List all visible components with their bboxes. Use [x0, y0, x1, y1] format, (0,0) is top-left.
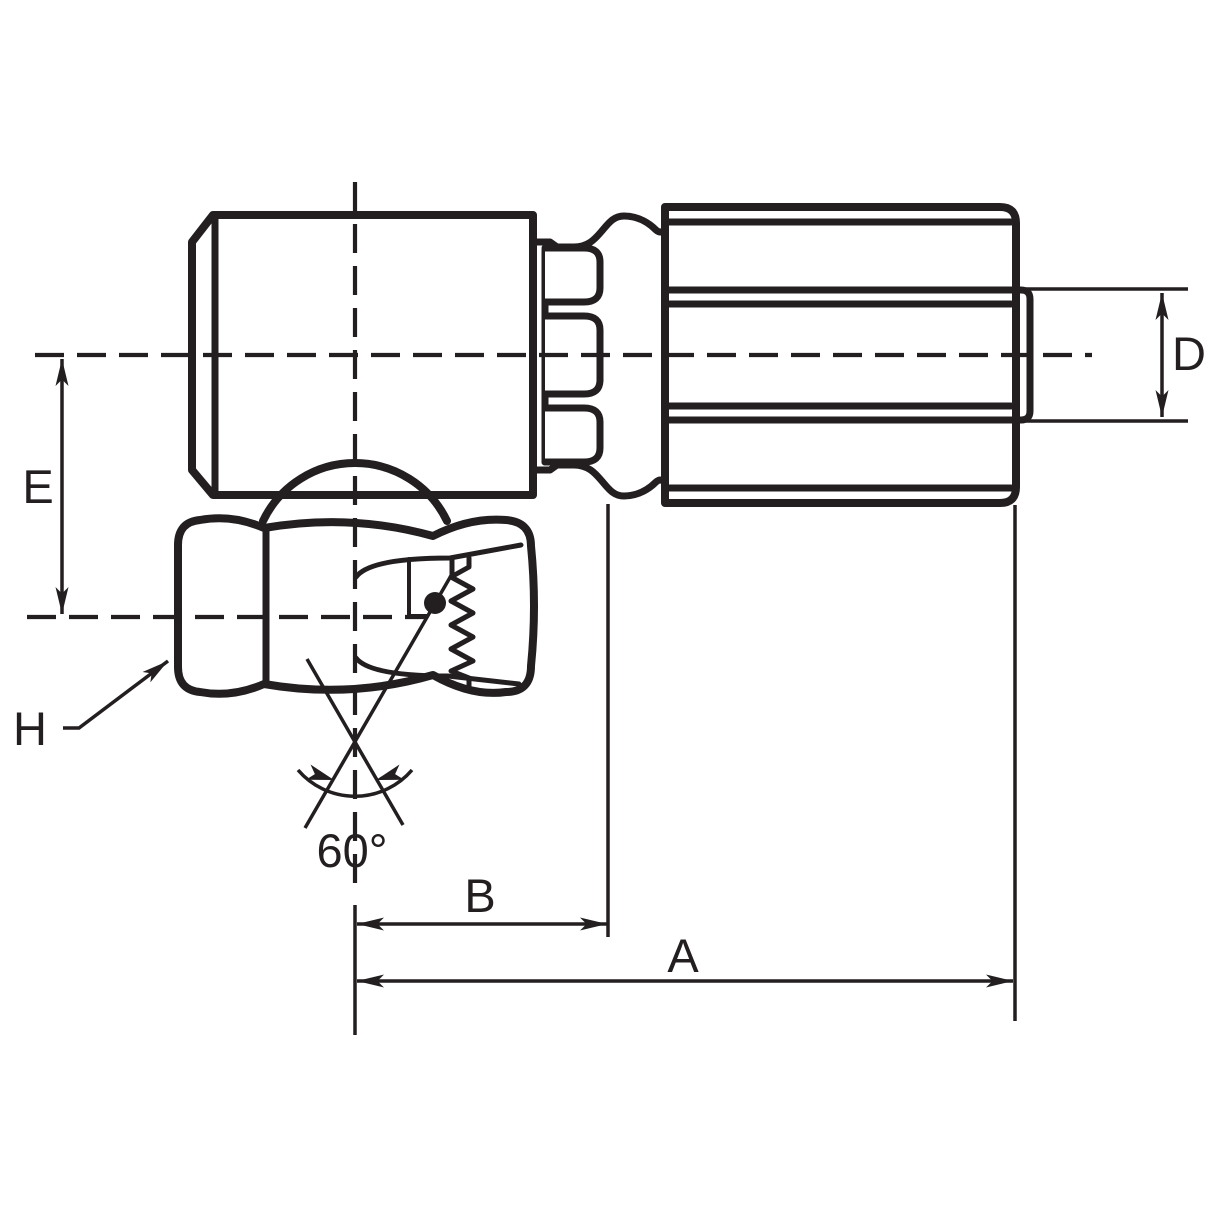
- dimension-e: E: [22, 359, 69, 614]
- collar-curve-bottom: [529, 461, 670, 500]
- elbow-body: [188, 211, 537, 525]
- dim-b-label: B: [464, 869, 495, 922]
- angle-arc: [296, 768, 414, 799]
- collar-curve-top: [529, 212, 670, 251]
- cone-line-left: [305, 658, 405, 826]
- dimension-d: D: [1019, 287, 1206, 423]
- rib-top: [541, 244, 604, 306]
- dim-h-leader-line: [63, 659, 170, 730]
- cone-angle-label: 60°: [316, 824, 387, 877]
- rib-bottom: [541, 404, 604, 466]
- angle-arrow-left: [305, 764, 334, 780]
- cone-line-right: [303, 573, 454, 829]
- dim-d-label: D: [1172, 327, 1206, 380]
- centerlines: [27, 182, 1092, 891]
- swivel-ball-arc: [259, 459, 451, 525]
- angle-arrow-right: [376, 764, 405, 780]
- dimension-a: A: [357, 505, 1017, 1021]
- cone-angle-callout: 60°: [296, 573, 454, 877]
- seat-curve-bottom: [353, 655, 522, 687]
- dimension-b: B: [353, 504, 610, 1035]
- seat-curve-top: [353, 542, 524, 580]
- dim-a-label: A: [667, 929, 699, 982]
- dimension-h: H: [13, 659, 170, 755]
- dim-e-label: E: [22, 460, 53, 513]
- dim-h-label: H: [13, 702, 47, 755]
